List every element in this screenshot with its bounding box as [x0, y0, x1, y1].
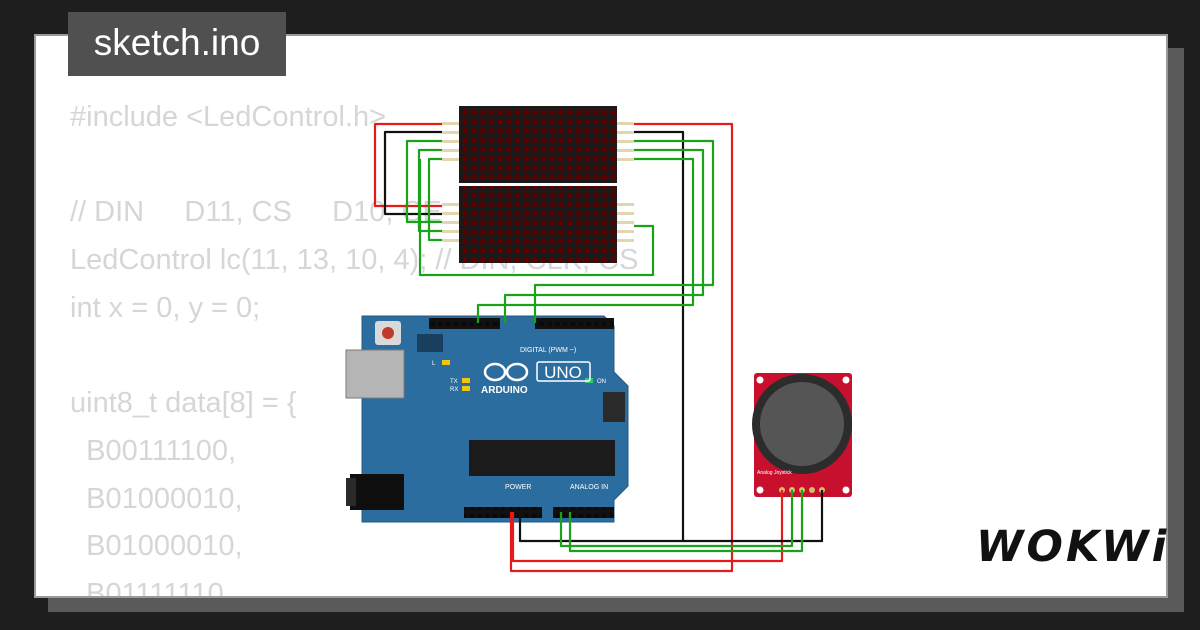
board-digital-label: DIGITAL (PWM ~)	[520, 347, 576, 354]
board-power-label: POWER	[505, 484, 531, 491]
joystick-label: Analog Joystick	[757, 470, 792, 476]
file-tab[interactable]: sketch.ino	[68, 12, 286, 76]
board-led-tx: TX	[450, 379, 458, 385]
wire-red-joy	[511, 490, 784, 563]
board-analog-label: ANALOG IN	[570, 484, 608, 491]
analog-joystick[interactable]: Analog Joystick	[752, 373, 852, 497]
board-led-on: ON	[597, 379, 606, 385]
board-brand: ARDUINO	[481, 385, 528, 396]
wokwi-logo: WOKWi	[976, 522, 1170, 572]
code-preview: #include <LedControl.h> // DIN D11, CS D…	[70, 101, 639, 598]
wire-black-joy	[683, 490, 824, 543]
wire-red-vcc	[373, 122, 442, 208]
wire-red-out	[509, 122, 734, 573]
wire-green-clk	[427, 157, 442, 242]
arduino-logo-icon	[483, 362, 529, 382]
wiring	[373, 122, 824, 573]
wire-green-din	[405, 139, 442, 224]
wire-black-gnd	[383, 130, 442, 216]
board-led-l: L	[432, 361, 436, 367]
board-model: UNO	[544, 363, 582, 382]
led-matrix-bottom[interactable]	[442, 186, 634, 263]
arduino-uno-board[interactable]: UNO ARDUINO DIGITAL (PWM ~) POWER ANALOG…	[345, 315, 629, 523]
board-led-rx: RX	[450, 387, 458, 393]
wire-green-bottom	[418, 159, 655, 277]
wire-green-joy-x	[568, 490, 804, 553]
wire-green-cs	[417, 148, 442, 233]
led-matrix-top[interactable]	[442, 106, 634, 183]
wire-green-3	[476, 157, 695, 323]
wire-green-1	[533, 139, 715, 323]
wire-green-joy-y	[559, 490, 794, 548]
